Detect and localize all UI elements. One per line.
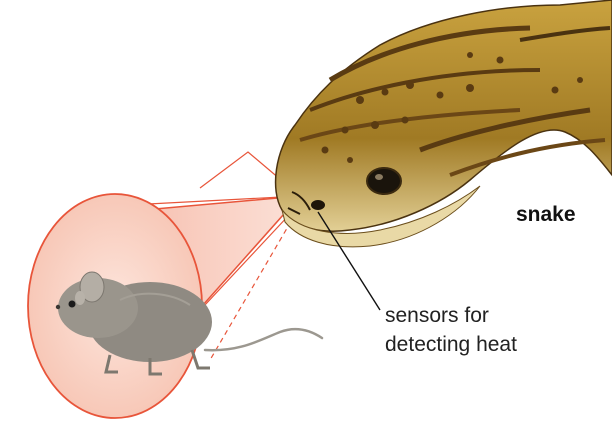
heat-pit-sensor [311, 200, 325, 210]
snake-label: snake [516, 203, 576, 227]
sensor-label-line-2: detecting heat [385, 330, 517, 359]
snake-eye [367, 168, 401, 194]
sensor-label: sensors for detecting heat [385, 301, 517, 359]
sensor-label-line-1: sensors for [385, 301, 517, 330]
